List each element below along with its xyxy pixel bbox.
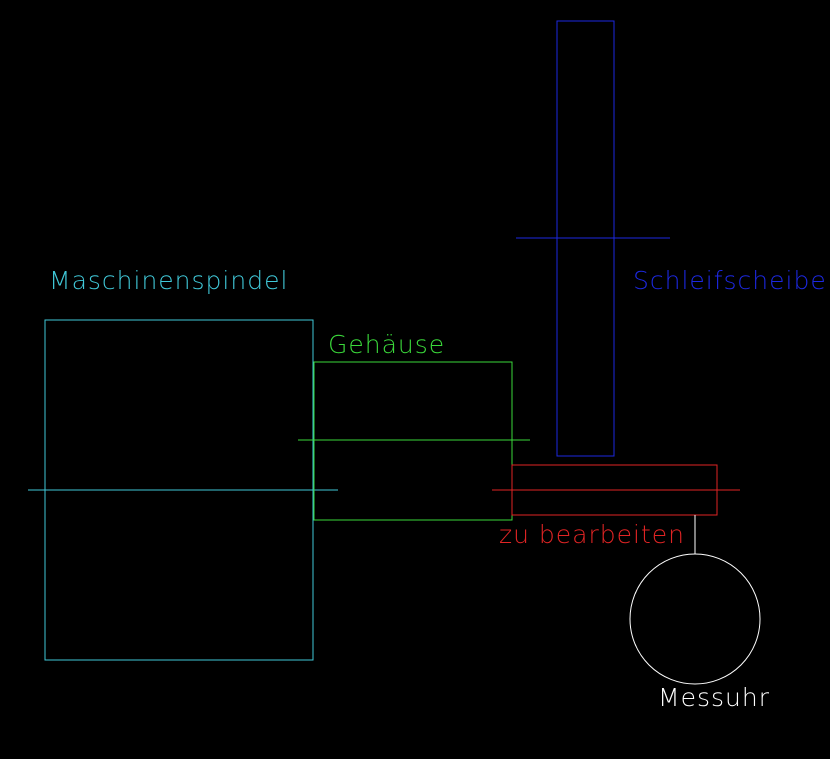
gauge-label: Messuhr [658,683,770,712]
spindle-label: Maschinenspindel [49,266,288,295]
grinding-wheel-group: Schleifscheibe [516,20,827,457]
gauge-group: Messuhr [629,515,770,712]
workpiece-label: zu bearbeiten [499,520,685,549]
housing-group: Gehäuse [298,330,530,521]
housing-body [313,361,513,521]
workpiece-group: zu bearbeiten [492,464,740,549]
gauge-dial [629,553,761,685]
grinding-wheel-label: Schleifscheibe [633,266,827,295]
spindle-group: Maschinenspindel [28,266,338,661]
housing-label: Gehäuse [328,330,445,359]
